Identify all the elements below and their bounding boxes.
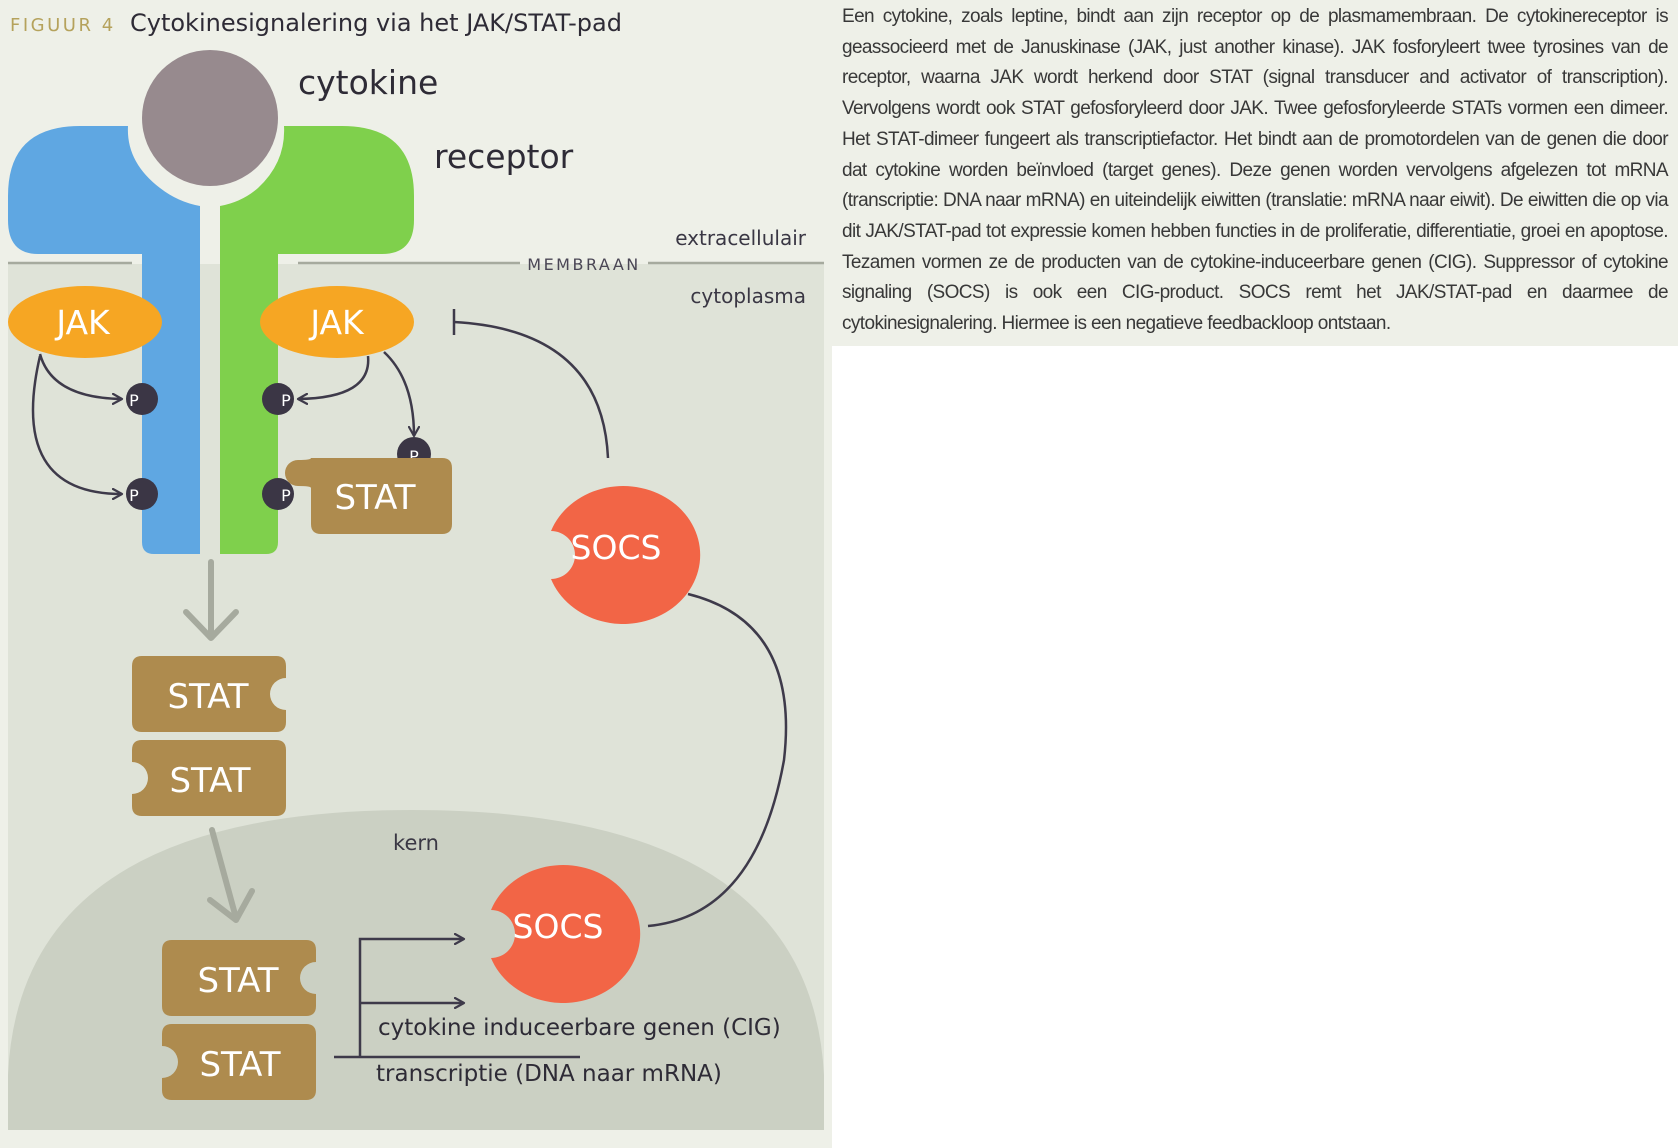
flow-arrow-dimer-to-nucleus bbox=[207, 827, 255, 923]
jak-left-label: JAK bbox=[54, 303, 111, 342]
figure-title: Cytokinesignalering via het JAK/STAT-pad bbox=[130, 9, 622, 37]
socs-cytoplasm: SOCS bbox=[551, 486, 701, 625]
figure-label: FIGUUR 4 bbox=[10, 15, 116, 36]
receptor-left-chain bbox=[8, 126, 200, 554]
membrane-label: MEMBRAAN bbox=[527, 255, 640, 274]
phosphate-right-upper: P bbox=[262, 383, 294, 415]
svg-text:P: P bbox=[281, 486, 291, 505]
svg-text:P: P bbox=[281, 391, 291, 410]
socs-nucleus: SOCS bbox=[491, 865, 641, 1004]
flow-arrow-receptor-to-dimer bbox=[183, 559, 239, 641]
phosphate-left-upper: P bbox=[126, 383, 158, 415]
cig-label: cytokine induceerbare genen (CIG) bbox=[378, 1015, 781, 1041]
arrow-jak-right-to-p bbox=[298, 355, 370, 399]
jak-right bbox=[260, 286, 414, 358]
svg-text:STAT: STAT bbox=[199, 1045, 280, 1085]
stat-docked: P STAT bbox=[285, 437, 452, 534]
stat-dimer-nucleus: STAT STAT bbox=[162, 940, 316, 1100]
svg-text:STAT: STAT bbox=[167, 677, 248, 717]
receptor-label: receptor bbox=[434, 137, 574, 176]
arrow-jak-left-to-p-upper bbox=[38, 353, 122, 399]
receptor-right-chain bbox=[220, 126, 414, 554]
extracellular-label: extracellulair bbox=[675, 226, 807, 250]
svg-text:STAT: STAT bbox=[197, 961, 278, 1001]
figure-caption: Een cytokine, zoals leptine, bindt aan z… bbox=[832, 0, 1678, 346]
arrow-jak-left-to-p-lower bbox=[31, 355, 122, 494]
jak-stat-diagram: FIGUUR 4 Cytokinesignalering via het JAK… bbox=[0, 0, 832, 1148]
jak-left bbox=[8, 286, 162, 358]
svg-text:P: P bbox=[409, 447, 419, 466]
nucleus-label: kern bbox=[393, 831, 439, 855]
svg-text:STAT: STAT bbox=[169, 761, 250, 801]
svg-text:SOCS: SOCS bbox=[571, 528, 662, 567]
cytoplasm-label: cytoplasma bbox=[690, 284, 806, 308]
arrow-socs-export bbox=[647, 592, 788, 928]
svg-text:STAT: STAT bbox=[334, 478, 415, 518]
arrow-jak-right-to-stat bbox=[383, 351, 414, 436]
cytokine-ligand bbox=[142, 50, 278, 186]
svg-text:P: P bbox=[129, 486, 139, 505]
phosphate-left-lower: P bbox=[126, 478, 158, 510]
jak-right-label: JAK bbox=[308, 303, 365, 342]
inhibition-socs-to-jak bbox=[452, 309, 610, 459]
stat-dimer-cytoplasm: STAT STAT bbox=[132, 656, 286, 816]
svg-text:P: P bbox=[129, 391, 139, 410]
transcription-label: transcriptie (DNA naar mRNA) bbox=[376, 1061, 722, 1087]
phosphate-right-lower: P bbox=[262, 478, 294, 510]
arrow-gene-to-socs bbox=[358, 939, 464, 1057]
svg-text:SOCS: SOCS bbox=[513, 907, 604, 946]
cytokine-label: cytokine bbox=[298, 63, 438, 102]
